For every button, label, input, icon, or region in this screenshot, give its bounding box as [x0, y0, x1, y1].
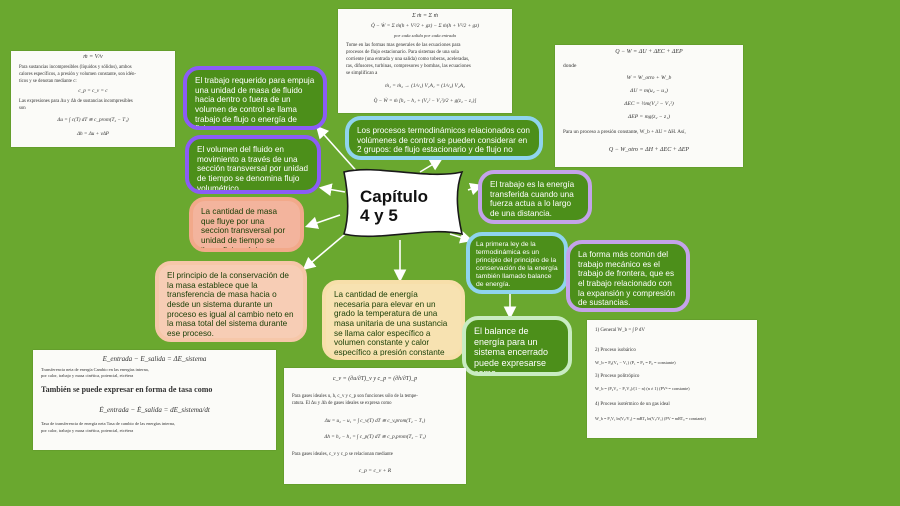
eq-line: ΔEC = ½m(V₂² − V₁²)	[624, 101, 674, 107]
eq-line: Transferencia neta de energía Cambio en …	[41, 367, 149, 372]
link-to-volumen-fluido	[318, 183, 346, 196]
eq-line: W_b = (P₂V₂ − P₁V₁)/(1 − n) (n ≠ 1) (PVⁿ…	[595, 386, 690, 391]
eq-line: 2) Proceso isobárico	[595, 348, 636, 353]
eq-line: ṁ₁ = ṁ₂ → (1/v₁) V₁A₁ = (1/v₂) V₂A₂	[385, 83, 465, 89]
eq-line: 3) Proceso politrópico	[595, 374, 640, 379]
eq-line: E_entrada − E_salida = ΔE_sistema	[102, 355, 207, 363]
eq-line: donde	[563, 63, 577, 69]
eq-line: Δh = h₂ − h₁ = ∫ c_p(T) dT ≅ c_p,prom(T₂…	[324, 434, 426, 440]
eq-line: se simplifican a	[346, 71, 378, 76]
node-principio-conservacion-text: El principio de la conservación de la ma…	[167, 271, 294, 339]
link-to-procesos-termo	[419, 158, 443, 173]
eq-line: son	[19, 106, 26, 111]
equation-card-incompresibles: ṁ = V/v Para sustancias incompresibles (…	[11, 51, 175, 147]
eq-line: ṁ = V/v	[83, 54, 103, 60]
eq-line: ΔU = m(u₂ − u₁)	[630, 88, 668, 94]
eq-line: por calor, trabajo y masa cinética, pote…	[41, 373, 134, 378]
eq-line: Δu = ∫ c(T) dT ≅ c_prom(T₂ − T₁)	[57, 117, 129, 123]
node-primera-ley-text: La primera ley de la termodinámica es un…	[476, 241, 558, 289]
center-node-shape	[342, 168, 464, 238]
node-trabajo-flujo[interactable]: El trabajo requerido para empuja una uni…	[183, 66, 327, 130]
link-to-cantidad-masa	[304, 214, 341, 229]
eq-line: También se puede expresar en forma de ta…	[41, 385, 213, 394]
center-title[interactable]: Capítulo 4 y 5	[360, 187, 428, 225]
eq-line: Δh = Δu + vΔP	[77, 131, 109, 137]
eq-line: Las expresiones para Δu y Δh de sustanci…	[19, 99, 133, 104]
node-principio-conservacion[interactable]: El principio de la conservación de la ma…	[155, 261, 307, 342]
eq-line: por calor, trabajo y masa cinética, pote…	[41, 428, 134, 433]
link-to-primera-ley	[449, 231, 474, 244]
eq-line: Σ ṁ = Σ ṁ	[412, 13, 438, 19]
eq-line: corriente (una entrada y una salida) com…	[346, 57, 470, 62]
node-cantidad-masa[interactable]: La cantidad de masa que fluye por una se…	[189, 197, 304, 252]
equation-card-trabajo-frontera: 1) General W_b = ∫ P dV 2) Proceso isobá…	[587, 320, 757, 438]
node-volumen-fluido[interactable]: El volumen del fluido en movimiento a tr…	[185, 135, 321, 194]
eq-line: ratura. El Δu y Δh de gases ideales se e…	[292, 401, 392, 406]
equation-card-balance-energia: E_entrada − E_salida = ΔE_sistema Transf…	[33, 350, 276, 450]
node-volumen-fluido-text: El volumen del fluido en movimiento a tr…	[197, 145, 309, 193]
eq-line: Q̇ − Ẇ = Σ ṁ(h + V²/2 + gz) − Σ ṁ(h + V²…	[370, 23, 480, 29]
eq-line: ras, difusores, turbinas, compresores y …	[346, 64, 471, 69]
eq-line: c_p = c_v + R	[358, 468, 392, 474]
node-procesos-termo-text: Los procesos termodinámicos relacionados…	[357, 126, 530, 160]
node-trabajo-flujo-text: El trabajo requerido para empuja una uni…	[195, 76, 315, 130]
eq-line: Tasa de transferencia de energía neta Ta…	[41, 421, 176, 426]
eq-line: 1) General W_b = ∫ P dV	[595, 328, 646, 333]
node-balance-energia-text: El balance de energía para un sistema en…	[474, 326, 549, 376]
eq-line: W = W_otro + W_b	[626, 75, 672, 81]
eq-line: calores específicos, a presión y volumen…	[19, 72, 136, 77]
eq-line: Tome en las formas mas generales de las …	[346, 43, 461, 48]
eq-line: Para gases ideales u, h, c_v y c_p son f…	[292, 394, 418, 399]
eq-line: procesos de flujo estacionario. Para sis…	[346, 50, 459, 55]
eq-line: Para un proceso a presión constante, W_b…	[563, 129, 686, 135]
eq-line: Para gases ideales, c_v y c_p se relacio…	[292, 452, 393, 457]
node-trabajo-energia[interactable]: El trabajo es la energía transferida cua…	[478, 170, 592, 224]
node-procesos-termo[interactable]: Los procesos termodinámicos relacionados…	[345, 116, 543, 160]
node-forma-comun[interactable]: La forma más común del trabajo mecánico …	[566, 240, 690, 312]
eq-line: 4) Proceso isotérmico de un gas ideal	[595, 402, 670, 407]
equation-card-flujo-estacionario: Σ ṁ = Σ ṁ Q̇ − Ẇ = Σ ṁ(h + V²/2 + gz) − …	[338, 9, 512, 113]
node-primera-ley[interactable]: La primera ley de la termodinámica es un…	[466, 232, 568, 294]
link-to-trabajo-flujo	[315, 125, 361, 176]
node-forma-comun-text: La forma más común del trabajo mecánico …	[578, 250, 675, 308]
eq-line: Δu = u₂ − u₁ = ∫ c_v(T) dT ≅ c_v,prom(T₂…	[324, 418, 426, 424]
eq-line: W_b = P₀(V₂ − V₁) (P₁ = P₂ = P₀ = consta…	[595, 360, 676, 365]
node-cantidad-energia[interactable]: La cantidad de energía necesaria para el…	[322, 280, 465, 360]
eq-line: por cada salida por cada entrada	[394, 33, 456, 38]
eq-line: ΔEP = mg(z₂ − z₁)	[628, 114, 670, 120]
eq-line: Q̇ − Ẇ = ṁ [h₂ − h₁ + (V₂² − V₁²)/2 + g(…	[373, 98, 477, 104]
eq-line: ticos y se denotan mediante c:	[19, 79, 77, 84]
eq-line: c_v = (∂u/∂T)_v y c_p = (∂h/∂T)_p	[332, 376, 418, 382]
node-cantidad-masa-text: La cantidad de masa que fluye por una se…	[201, 207, 286, 252]
eq-line: Q − W = ΔU + ΔEC + ΔEP	[615, 49, 683, 55]
node-balance-energia[interactable]: El balance de energía para un sistema en…	[462, 316, 572, 376]
node-cantidad-energia-text: La cantidad de energía necesaria para el…	[334, 290, 448, 358]
node-trabajo-energia-text: El trabajo es la energía transferida cua…	[490, 180, 575, 219]
link-to-principio	[302, 229, 351, 271]
eq-line: Q − W_otro = ΔH + ΔEC + ΔEP	[608, 147, 690, 153]
eq-line: c_p = c_v = c	[78, 88, 108, 94]
eq-line: Para sustancias incompresibles (líquidos…	[19, 65, 132, 70]
equation-card-calores-especificos: c_v = (∂u/∂T)_v y c_p = (∂h/∂T)_p Para g…	[284, 368, 466, 484]
eq-line: Ė_entrada − Ė_salida = dE_sistema/dt	[99, 406, 210, 414]
equation-card-presion-constante: Q − W = ΔU + ΔEC + ΔEP donde W = W_otro …	[555, 45, 743, 167]
eq-line: W_b = P₁V₁ ln(V₂/V₁) = mRT₀ ln(V₂/V₁) (P…	[595, 416, 706, 421]
